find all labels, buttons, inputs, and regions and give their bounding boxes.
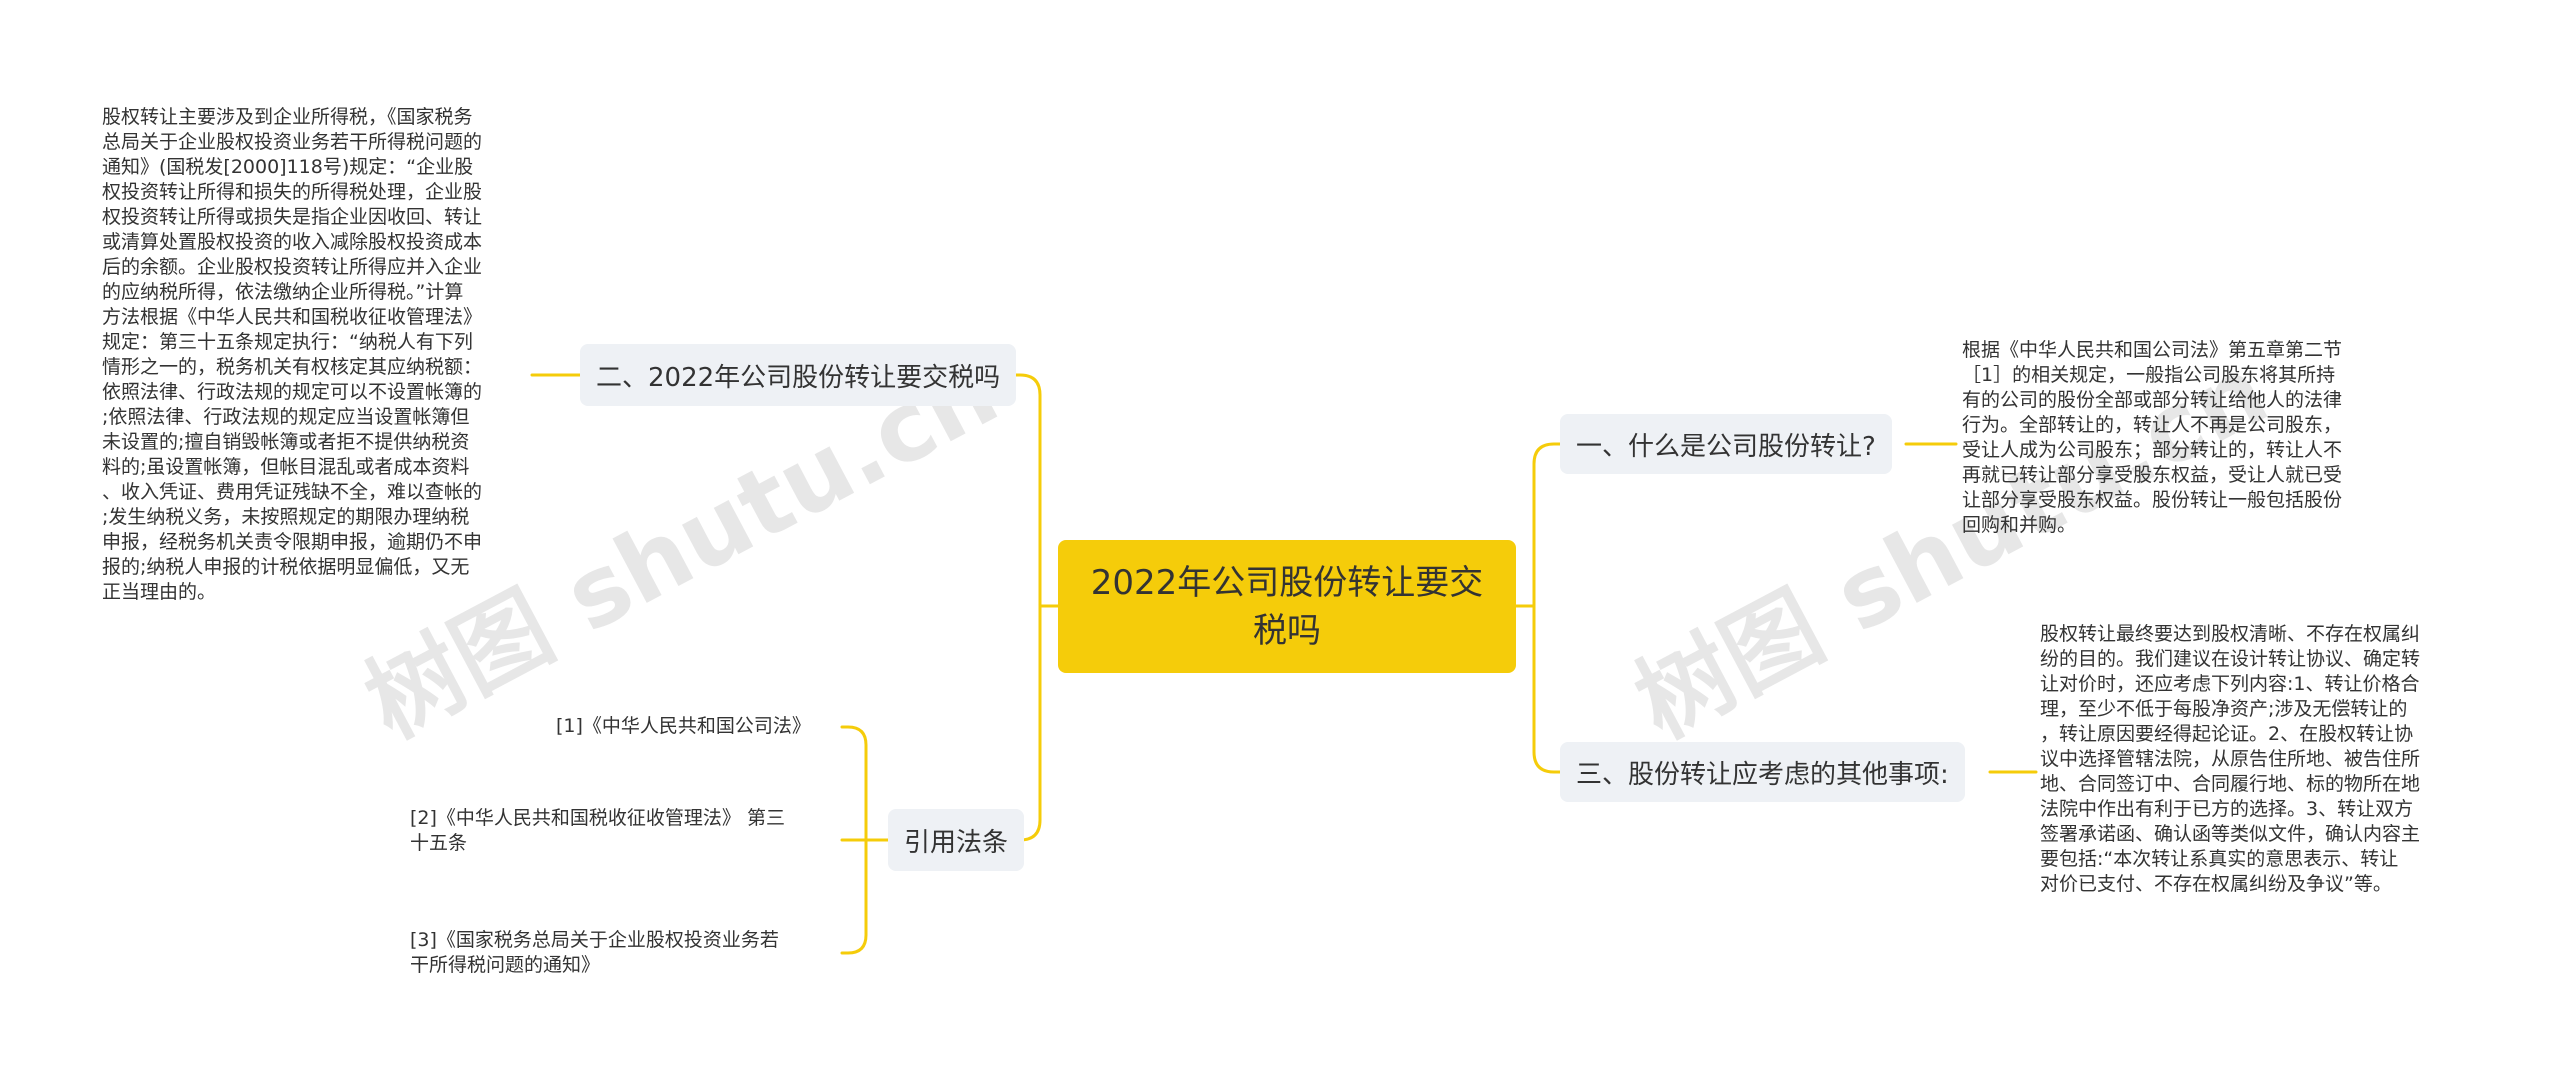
connector-to-consider: [1532, 604, 1562, 774]
root-topic[interactable]: 2022年公司股份转让要交税吗: [1058, 540, 1516, 673]
connector-ref-3: [840, 838, 868, 955]
ref-item-2: [2]《中华人民共和国税收征收管理法》 第三 十五条: [410, 807, 785, 854]
leaf-tax-detail: 股权转让主要涉及到企业所得税，《国家税务 总局关于企业股权投资业务若干所得税问题…: [102, 106, 483, 603]
connector-to-tax: [1012, 373, 1042, 608]
leaf-what-detail: 根据《中华人民共和国公司法》第五章第二节 ［1］的相关规定，一般指公司股东将其所…: [1962, 339, 2343, 536]
connector-to-law: [1012, 604, 1042, 842]
branch-law[interactable]: 引用法条: [888, 809, 1025, 871]
branch-tax[interactable]: 二、2022年公司股份转让要交税吗: [580, 344, 1017, 406]
branch-what[interactable]: 一、什么是公司股份转让?: [1560, 414, 1892, 474]
leaf-consider-detail: 股权转让最终要达到股权清晰、不存在权属纠 纷的目的。我们建议在设计转让协议、确定…: [2040, 623, 2421, 895]
branch-consider[interactable]: 三、股份转让应考虑的其他事项:: [1560, 742, 1965, 802]
ref-item-1: [1]《中华人民共和国公司法》: [556, 715, 811, 737]
connector-ref-1: [840, 725, 868, 842]
ref-item-3: [3]《国家税务总局关于企业股权投资业务若 干所得税问题的通知》: [410, 929, 779, 976]
connector-to-what: [1532, 442, 1562, 608]
